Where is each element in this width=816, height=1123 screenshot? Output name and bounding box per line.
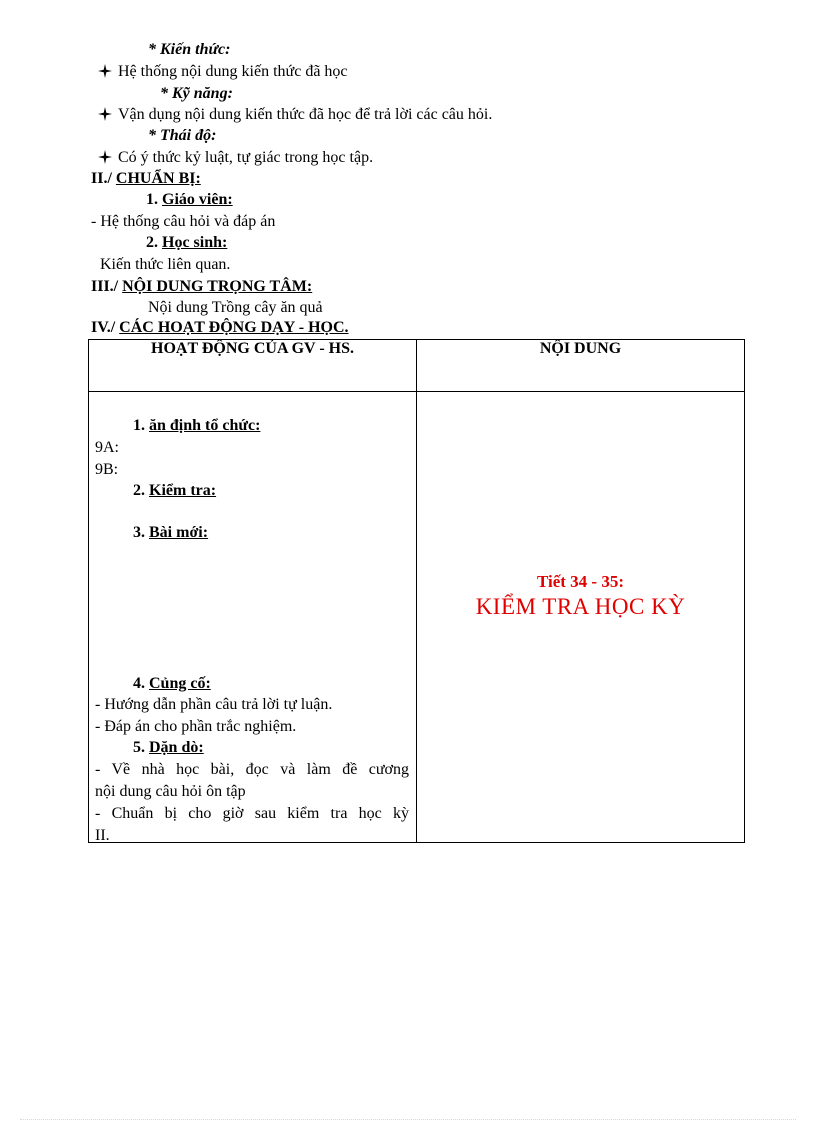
- column-header-activities: HOẠT ĐỘNG CỦA GV - HS.: [88, 339, 417, 392]
- table-body-row: 1. ăn định tổ chức: 9A: 9B: 2. Kiểm tra:…: [88, 391, 745, 844]
- column-header-content: NỘI DUNG: [416, 339, 745, 392]
- consolidation-line-2: - Đáp án cho phần trắc nghiệm.: [95, 718, 297, 735]
- teacher-text: - Hệ thống câu hỏi và đáp án: [91, 213, 276, 230]
- step-new-lesson: 3. Bài mới:: [133, 524, 209, 541]
- step-homework: 5. Dặn dò:: [133, 739, 204, 756]
- step-organization: 1. ăn định tổ chức:: [133, 417, 261, 434]
- focus-text: Nội dung Trồng cây ăn quả: [148, 299, 323, 316]
- content-cell: Tiết 34 - 35: KIỂM TRA HỌC KỲ: [416, 391, 745, 843]
- table-header-row: HOẠT ĐỘNG CỦA GV - HS. NỘI DUNG: [88, 339, 745, 392]
- homework-line-2a: - Chuẩn bị cho giờ sau kiểm tra học kỳ: [95, 805, 409, 822]
- lesson-activities-table: HOẠT ĐỘNG CỦA GV - HS. NỘI DUNG 1. ăn đị…: [88, 339, 745, 844]
- period-label: Tiết 34 - 35:: [536, 572, 625, 591]
- consolidation-line-1: - Hướng dẫn phần câu trả lời tự luận.: [95, 696, 333, 713]
- exam-title: KIỂM TRA HỌC KỲ: [475, 594, 686, 619]
- activities-cell: 1. ăn định tổ chức: 9A: 9B: 2. Kiểm tra:…: [88, 391, 417, 844]
- star-bullet-icon: [98, 64, 112, 78]
- attitude-item: Có ý thức kỷ luật, tự giác trong học tập…: [98, 148, 373, 168]
- section-activities-heading: IV./ CÁC HOẠT ĐỘNG DẠY - HỌC.: [91, 319, 349, 336]
- step-consolidation: 4. Củng cố:: [133, 675, 211, 692]
- section-focus-heading: III./ NỘI DUNG TRỌNG TÂM:: [91, 278, 313, 295]
- page-footer-divider: [20, 1119, 796, 1120]
- teacher-heading: 1. Giáo viên:: [146, 191, 233, 208]
- class-9a: 9A:: [95, 439, 119, 456]
- skill-heading: * Kỹ năng:: [160, 85, 233, 102]
- homework-line-2b: II.: [95, 827, 110, 844]
- star-bullet-icon: [98, 150, 112, 164]
- class-9b: 9B:: [95, 461, 119, 478]
- knowledge-heading: * Kiến thức:: [148, 41, 231, 58]
- skill-item: Vận dụng nội dung kiến thức đã học để tr…: [98, 105, 492, 125]
- knowledge-item: Hệ thống nội dung kiến thức đã học: [98, 62, 348, 82]
- student-text: Kiến thức liên quan.: [100, 256, 231, 273]
- student-heading: 2. Học sinh:: [146, 234, 228, 251]
- attitude-heading: * Thái độ:: [148, 127, 217, 144]
- homework-line-1a: - Về nhà học bài, đọc và làm đề cương: [95, 761, 409, 778]
- section-preparation-heading: II./ CHUẨN BỊ:: [91, 170, 201, 187]
- star-bullet-icon: [98, 107, 112, 121]
- homework-line-1b: nội dung câu hỏi ôn tập: [95, 783, 246, 800]
- step-check: 2. Kiểm tra:: [133, 482, 217, 499]
